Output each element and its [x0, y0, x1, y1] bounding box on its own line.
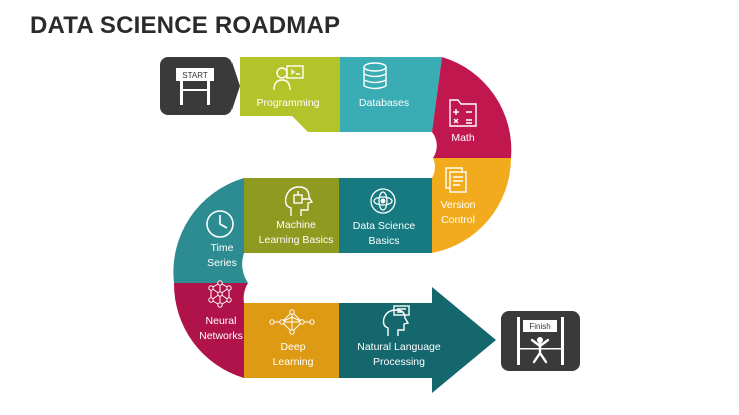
neural-network-icon	[208, 280, 232, 308]
finish-sign: Finish	[501, 311, 580, 371]
label-programming: Programming	[256, 97, 320, 109]
label-math: Math	[451, 132, 475, 144]
step-deep-learning	[244, 303, 339, 378]
step-nlp-arrow	[339, 287, 496, 393]
start-sign: START	[160, 57, 240, 115]
finish-label: Finish	[529, 322, 550, 331]
step-data-science-basics	[339, 178, 432, 253]
step-math	[432, 57, 512, 158]
nlp-head-icon	[382, 305, 410, 336]
label-databases: Databases	[358, 97, 410, 109]
math-symbols-icon	[449, 99, 477, 127]
step-neural-networks	[173, 283, 248, 378]
step-databases	[340, 57, 442, 132]
step-programming	[240, 57, 340, 132]
documents-icon	[445, 167, 467, 193]
database-icon	[363, 62, 387, 90]
start-label: START	[182, 71, 208, 80]
deep-network-icon	[269, 309, 315, 335]
step-time-series	[173, 178, 248, 283]
page-title: DATA SCIENCE ROADMAP	[30, 12, 341, 39]
clock-icon	[206, 210, 234, 238]
atom-icon	[370, 188, 396, 214]
ai-head-icon	[284, 186, 314, 216]
programmer-icon	[273, 65, 304, 91]
